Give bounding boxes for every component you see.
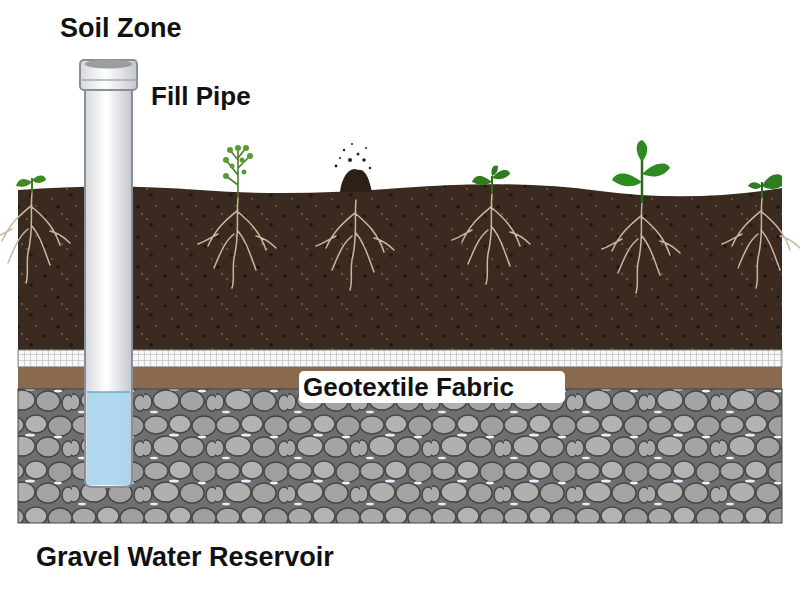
layer-label: Gravel Water Reservoir: [36, 541, 456, 573]
soil-spray: [335, 143, 372, 192]
zone-label: Soil Zone: [60, 12, 280, 44]
part-label: Fill Pipe: [151, 80, 351, 112]
layer-label: Geotextile Fabric: [299, 371, 565, 403]
fill-pipe: [80, 60, 137, 488]
